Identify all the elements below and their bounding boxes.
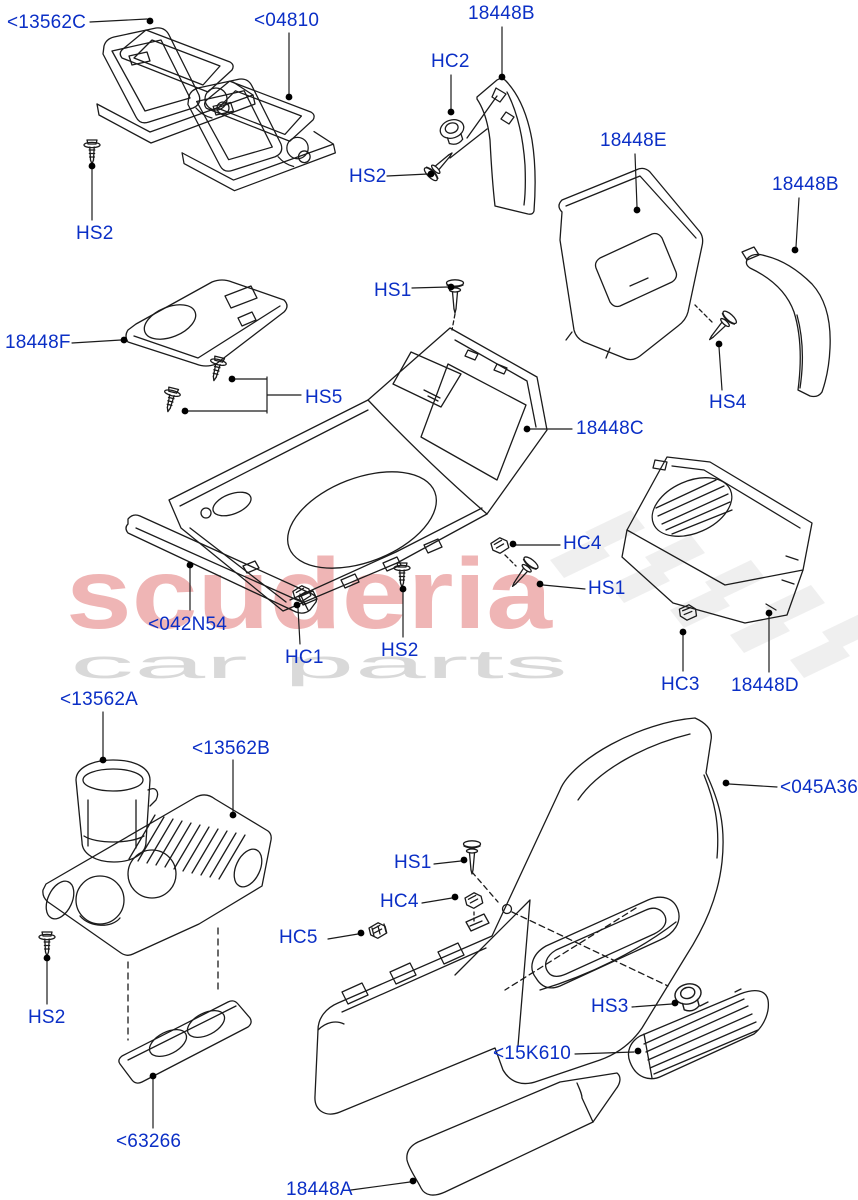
part-label-hs1-mid: HS1 bbox=[588, 578, 626, 599]
part-label-hs2-mid: HS2 bbox=[381, 640, 419, 661]
part-label-hc3: HC3 bbox=[661, 674, 700, 695]
hc4-install-line bbox=[504, 554, 517, 567]
part-13562A-drawing bbox=[75, 759, 159, 863]
part-label-045A36: <045A36 bbox=[780, 777, 858, 798]
part-63266-drawing bbox=[118, 1000, 252, 1084]
part-label-hs2-top-left: HS2 bbox=[76, 223, 114, 244]
part-18448A-drawing bbox=[406, 1072, 621, 1196]
part-label-hc4-bottom: HC4 bbox=[380, 891, 419, 912]
leader-lines bbox=[43, 17, 800, 1191]
leader-dots bbox=[43, 17, 799, 1185]
part-label-18448B-top: 18448B bbox=[468, 3, 535, 24]
part-label-18448F: 18448F bbox=[5, 332, 71, 353]
part-label-hs1-bottom: HS1 bbox=[394, 852, 432, 873]
part-label-18448C: 18448C bbox=[576, 418, 644, 439]
part-label-042N54: <042N54 bbox=[148, 614, 228, 635]
hs1-bottom-install-line bbox=[471, 871, 499, 903]
part-label-15K610: <15K610 bbox=[493, 1043, 572, 1064]
part-label-hs4: HS4 bbox=[709, 392, 747, 413]
part-label-63266: <63266 bbox=[116, 1131, 182, 1152]
hc4-bottom-clip-drawing bbox=[463, 890, 490, 932]
part-label-hs2-top-right: HS2 bbox=[349, 166, 387, 187]
part-label-hc1: HC1 bbox=[285, 647, 324, 668]
hc2-install-line bbox=[466, 95, 498, 139]
hs4-install-line bbox=[694, 304, 713, 323]
part-label-18448E: 18448E bbox=[600, 130, 667, 151]
part-label-hs1-top: HS1 bbox=[374, 280, 412, 301]
part-label-hc2: HC2 bbox=[431, 51, 470, 72]
part-label-18448A: 18448A bbox=[286, 1179, 353, 1200]
part-label-13562B: <13562B bbox=[192, 738, 271, 759]
part-042N54-drawing bbox=[125, 514, 318, 614]
hs1-install-line bbox=[451, 313, 456, 331]
part-18448D-drawing bbox=[621, 456, 813, 624]
part-label-18448B-right: 18448B bbox=[772, 174, 839, 195]
part-label-hc4-mid: HC4 bbox=[563, 533, 602, 554]
part-label-hs3: HS3 bbox=[591, 996, 629, 1017]
part-label-18448D: 18448D bbox=[731, 675, 799, 696]
part-label-13562A: <13562A bbox=[60, 689, 139, 710]
part-18448C-drawing bbox=[168, 327, 548, 612]
aperture-install-line-2 bbox=[504, 907, 637, 991]
part-label-hs2-bottom: HS2 bbox=[28, 1007, 66, 1028]
aperture-install-line-1 bbox=[511, 911, 669, 987]
part-18448B-top-drawing bbox=[476, 78, 536, 215]
part-label-04810: <04810 bbox=[254, 10, 320, 31]
hs2-install-line bbox=[449, 128, 488, 159]
watermark-tagline: car parts bbox=[70, 643, 568, 687]
part-label-13562C: <13562C bbox=[7, 12, 87, 33]
part-18448B-right-drawing bbox=[741, 246, 831, 398]
part-label-hc5: HC5 bbox=[279, 927, 318, 948]
scuderia-watermark: scuderia car parts bbox=[66, 538, 568, 687]
part-045A36-drawing bbox=[314, 717, 724, 1115]
hc5-clip-drawing bbox=[367, 920, 389, 941]
part-13562B-drawing bbox=[42, 794, 272, 956]
part-15K610-drawing bbox=[627, 988, 770, 1080]
part-label-hs5: HS5 bbox=[305, 387, 343, 408]
